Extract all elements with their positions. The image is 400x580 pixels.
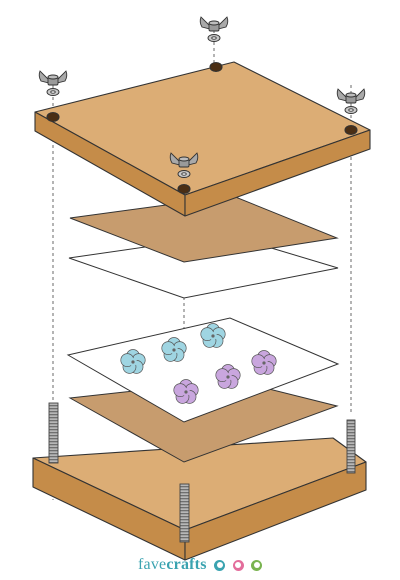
bolt-hole-back — [209, 61, 223, 73]
rod-front-left — [48, 402, 59, 464]
wing-nut — [38, 70, 68, 86]
rod-back-right — [346, 419, 356, 474]
logo-text-fave: fave — [138, 556, 167, 573]
top-board — [34, 61, 371, 217]
wing-nut — [336, 88, 366, 104]
wing-nut — [199, 16, 229, 32]
flower — [215, 364, 241, 389]
logo-spool-icon — [251, 559, 262, 571]
washer — [344, 106, 358, 114]
bottom-board — [32, 437, 367, 561]
logo-text-crafts: crafts — [166, 556, 207, 573]
favecrafts-logo: favecrafts — [0, 556, 400, 576]
washer — [207, 34, 221, 42]
flower — [120, 349, 146, 374]
wing-nuts-and-washers — [38, 16, 366, 178]
rod-front-center — [179, 483, 190, 543]
washer — [46, 88, 60, 96]
paper-with-flowers — [66, 317, 340, 423]
flower — [251, 350, 277, 375]
wing-nut — [169, 152, 199, 168]
bolt-hole-right — [344, 124, 358, 136]
threaded-rods — [48, 402, 356, 543]
flower — [161, 337, 187, 362]
washer — [177, 170, 191, 178]
flower — [173, 379, 199, 404]
flower — [200, 323, 226, 348]
bolt-hole-front — [177, 183, 191, 195]
logo-scissors-icon — [214, 559, 226, 571]
flowers — [120, 323, 277, 404]
logo-heart-icon — [232, 559, 244, 571]
bolt-hole-left — [46, 111, 60, 123]
